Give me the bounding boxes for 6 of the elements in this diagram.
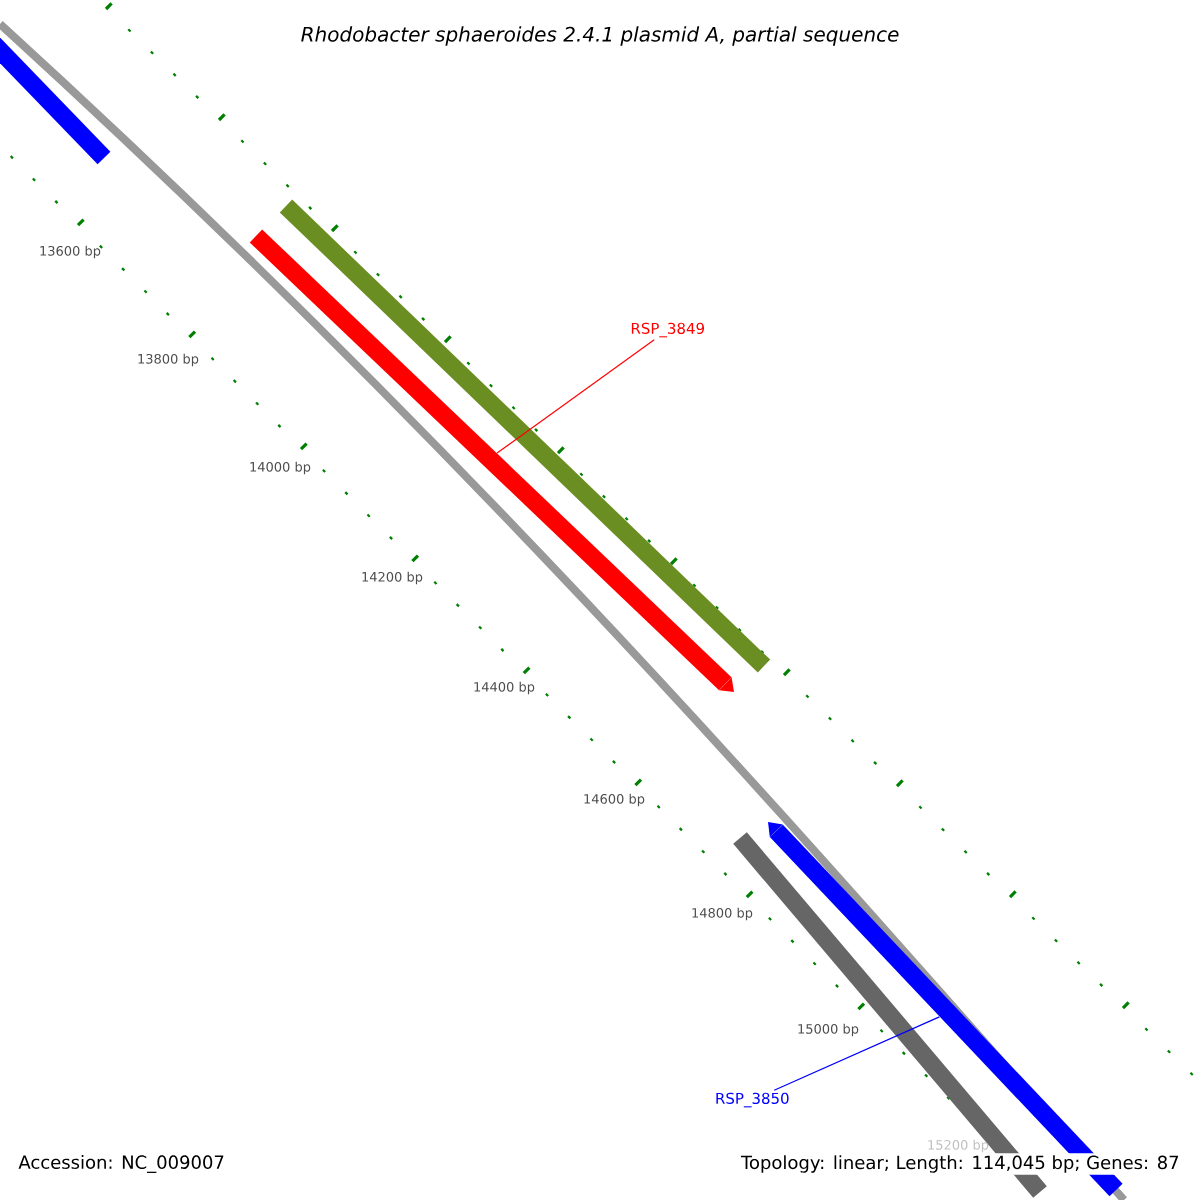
- topology-text: Topology: linear; Length: 114,045 bp; Genes: 87: [739, 1153, 1182, 1175]
- accession-text: Accession: NC_009007: [18, 1155, 224, 1173]
- leader-line: [773, 1016, 940, 1091]
- gene-arrow: [249, 229, 734, 692]
- title: Rhodobacter sphaeroides 2.4.1 plasmid A, partial sequence: [301, 26, 899, 46]
- leader-line: [496, 339, 655, 454]
